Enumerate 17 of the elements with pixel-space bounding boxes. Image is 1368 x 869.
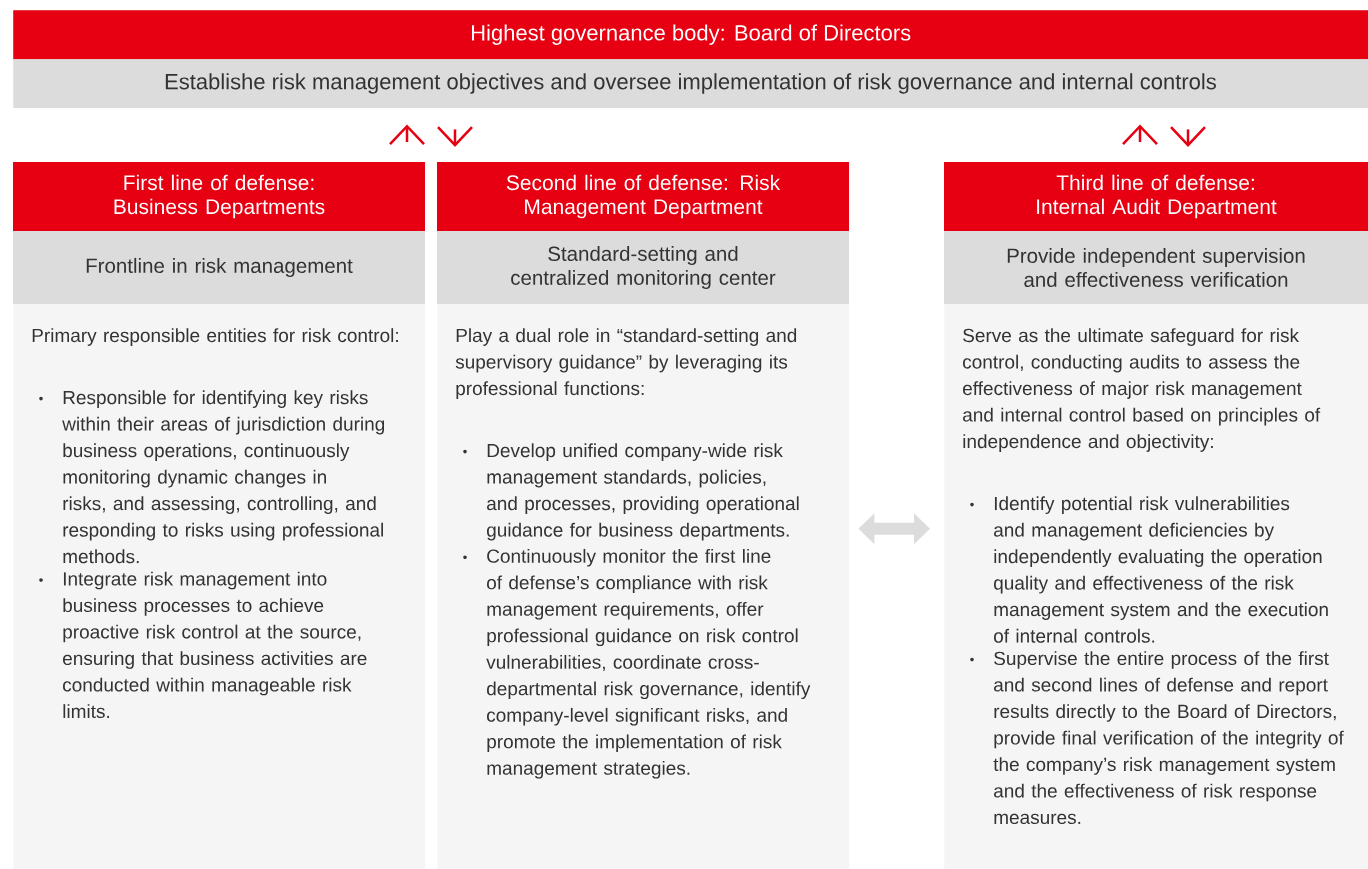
header-band: Third line of defense: Internal Audit Department — [944, 162, 1368, 231]
bullet-item: Responsible for identifying key risks within their areas of jurisdiction during business operations, continuously monitoring dynamic changes in risks, and assessing, controlling, and responding to risks using professional methods. — [39, 390, 385, 564]
bullet-item: Supervise the entire process of the first and second lines of defense and report results directly to the Board of Directors, provide final verification of the integrity of the company’s risk management system and the effectiveness of risk response measures. — [970, 651, 1344, 825]
intro-text: Play a dual role in “standard-setting and supervisory guidance” by leveraging its professional functions: — [455, 328, 797, 399]
bullet-item: Identify potential risk vulnerabilities and management deficiencies by independently evaluating the operation quality and effectiveness of the risk management system and the execution of internal controls. — [970, 496, 1328, 643]
title-band: Highest governance body: Board of Directors — [13, 10, 1368, 60]
subheader-band: Standard-setting and centralized monitoring center — [437, 231, 849, 304]
bullet-item: Develop unified company-wide risk management standards, policies, and processes, providing operational guidance for business departments. — [463, 443, 799, 541]
subheader-band: Provide independent supervision and effectiveness verification — [944, 231, 1368, 304]
bullet-item: Continuously monitor the first line of defense’s compliance with risk management requirements, offer professional guidance on risk control vulnerabilities, coordinate cross-departmental risk governance, identify company-level significant risks, and promote the implementation of risk management strategies. — [463, 548, 811, 779]
subheader-band: Frontline in risk management — [13, 231, 425, 304]
bullet-item: Integrate risk management into business processes to achieve proactive risk control at the source, ensuring that business activities are conducted within manageable risk limits. — [39, 571, 367, 719]
description-text: Establishe risk management objectives and oversee implementation of risk governance and internal controls — [165, 73, 1216, 94]
intro-text: Primary responsible entities for risk control: — [32, 328, 398, 346]
header-band: First line of defense: Business Departments — [13, 162, 425, 231]
intro-text: Serve as the ultimate safeguard for risk control, conducting audits to assess the effectiveness of major risk management and internal control based on principles of independence and objectivity: — [963, 328, 1321, 452]
header-band: Second line of defense: Risk Management Department — [437, 162, 849, 231]
